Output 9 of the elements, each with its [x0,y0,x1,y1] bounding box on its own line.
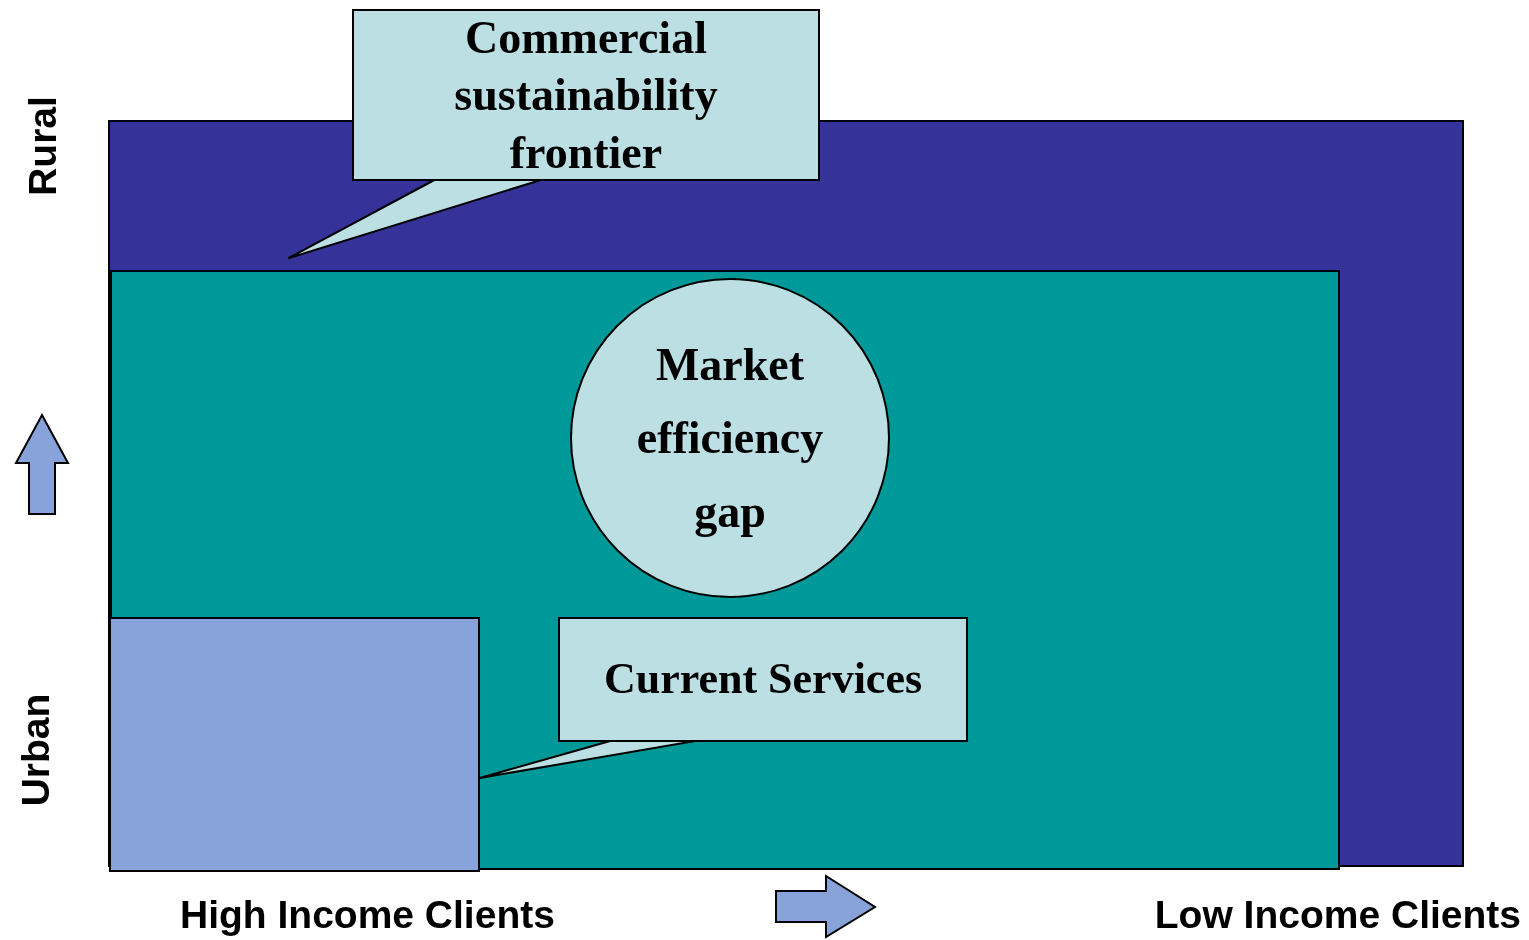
axis-label: Rural [22,96,62,196]
axis-label: High Income Clients [180,895,555,934]
axis-label: Low Income Clients [1154,895,1521,934]
axis-label: Urban [15,693,55,807]
node-label: Market efficiency gap [635,337,825,539]
node-label: Commercial sustainability frontier [453,10,719,180]
current-services-square [109,617,480,872]
market-area-rect [110,270,1340,870]
node-label: Current Services [602,653,924,706]
